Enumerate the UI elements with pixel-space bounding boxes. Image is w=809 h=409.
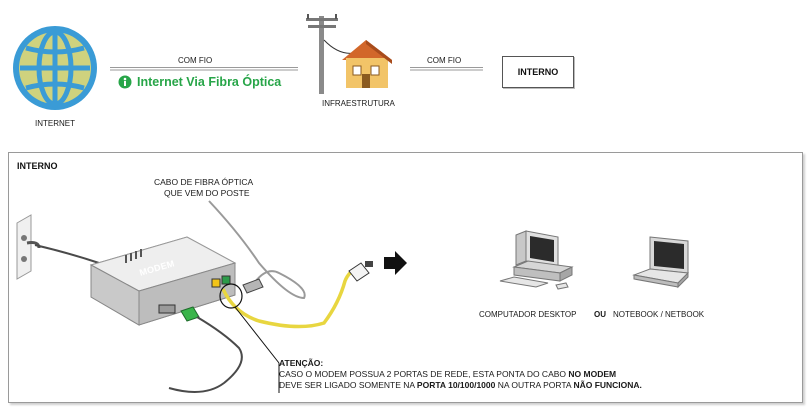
infrastructure-label: INFRAESTRUTURA	[322, 99, 395, 108]
fiber-info-icon	[118, 75, 132, 89]
attention-line-2: CASO O MODEM POSSUA 2 PORTAS DE REDE, ES…	[279, 369, 617, 379]
notebook-label: NOTEBOOK / NETBOOK	[613, 310, 705, 319]
connector-line-2	[410, 67, 483, 71]
interno-box: INTERNO	[502, 56, 574, 88]
modem-setup-illustration	[16, 200, 407, 393]
fiber-cable-label-line2: QUE VEM DO POSTE	[164, 188, 250, 198]
infrastructure-house-icon	[306, 14, 392, 94]
attention-note: ATENÇÃO: CASO O MODEM POSSUA 2 PORTAS DE…	[279, 358, 799, 391]
wall-outlet-icon	[16, 214, 41, 280]
desktop-label: COMPUTADOR DESKTOP	[479, 310, 577, 319]
interno-panel: INTERNO CABO DE FIBRA ÓPTICA QUE VEM DO …	[8, 152, 803, 403]
desktop-computer-icon	[499, 230, 574, 290]
fiber-cable-label-line1: CABO DE FIBRA ÓPTICA	[154, 177, 254, 187]
com-fio-label-1: COM FIO	[178, 56, 213, 65]
notebook-icon	[632, 236, 690, 289]
internet-label: INTERNET	[35, 119, 75, 128]
modem-icon	[89, 236, 237, 326]
fiber-internet-label: Internet Via Fibra Óptica	[137, 75, 282, 89]
attention-line-3: DEVE SER LIGADO SOMENTE NA PORTA 10/100/…	[279, 380, 642, 390]
globe-icon	[13, 26, 97, 110]
attention-title: ATENÇÃO:	[279, 358, 324, 368]
panel-title: INTERNO	[17, 161, 58, 171]
com-fio-label-2: COM FIO	[427, 56, 462, 65]
connector-line-1	[110, 67, 298, 71]
or-label: OU	[594, 310, 606, 319]
